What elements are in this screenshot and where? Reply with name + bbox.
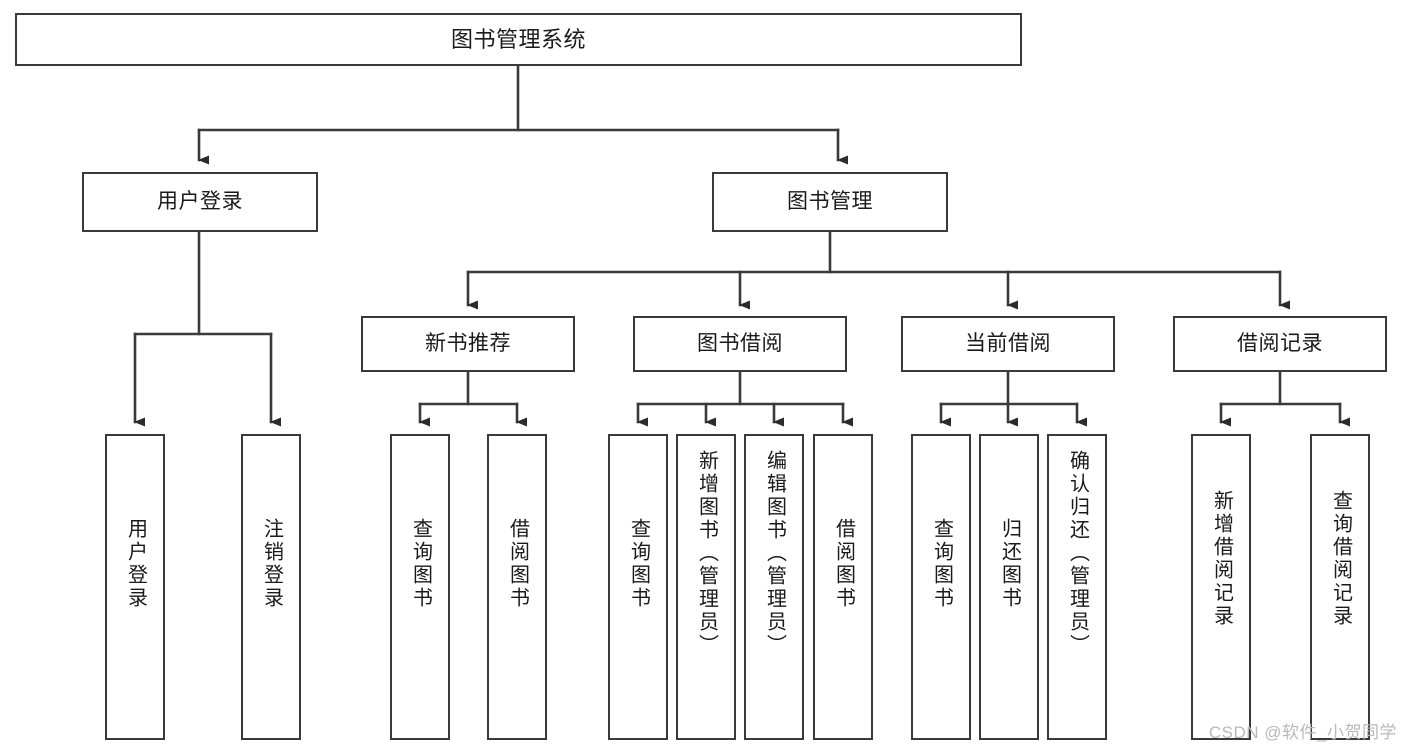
- node-label: 新增图书（管理员）: [695, 450, 718, 657]
- node-leaf-borrow-borrow-book[interactable]: 借阅图书: [813, 434, 873, 740]
- node-leaf-user-logout[interactable]: 注销登录: [241, 434, 301, 740]
- node-label: 借阅图书: [506, 518, 529, 610]
- csdn-watermark: CSDN @软件_小贺同学: [1208, 723, 1397, 742]
- node-label: 归还图书: [998, 518, 1021, 610]
- node-leaf-current-return-book[interactable]: 归还图书: [979, 434, 1039, 740]
- node-borrow-record[interactable]: 借阅记录: [1173, 316, 1387, 372]
- node-leaf-newbook-borrow-book[interactable]: 借阅图书: [487, 434, 547, 740]
- node-label: 查询图书: [409, 518, 432, 610]
- node-label: 确认归还（管理员）: [1066, 450, 1089, 657]
- node-current-borrow[interactable]: 当前借阅: [901, 316, 1115, 372]
- node-leaf-borrow-add-book-admin[interactable]: 新增图书（管理员）: [676, 434, 736, 740]
- node-book-borrow[interactable]: 图书借阅: [633, 316, 847, 372]
- node-leaf-record-query-record[interactable]: 查询借阅记录: [1310, 434, 1370, 740]
- node-leaf-newbook-query-book[interactable]: 查询图书: [390, 434, 450, 740]
- node-label: 图书管理系统: [450, 26, 586, 52]
- node-label: 图书管理: [787, 189, 873, 213]
- node-label: 编辑图书（管理员）: [763, 450, 786, 657]
- node-label: 借阅记录: [1237, 331, 1323, 355]
- node-user-login[interactable]: 用户登录: [82, 172, 318, 232]
- node-label: 查询图书: [930, 518, 953, 610]
- node-label: 新增借阅记录: [1210, 490, 1233, 628]
- node-label: 借阅图书: [832, 518, 855, 610]
- node-label: 查询借阅记录: [1329, 490, 1352, 628]
- node-leaf-user-login[interactable]: 用户登录: [105, 434, 165, 740]
- node-label: 查询图书: [627, 518, 650, 610]
- node-book-management[interactable]: 图书管理: [712, 172, 948, 232]
- node-leaf-borrow-query-book[interactable]: 查询图书: [608, 434, 668, 740]
- node-label: 注销登录: [260, 518, 283, 610]
- node-leaf-current-query-book[interactable]: 查询图书: [911, 434, 971, 740]
- node-root-library-system[interactable]: 图书管理系统: [15, 13, 1022, 66]
- node-label: 用户登录: [157, 189, 243, 213]
- node-leaf-record-add-record[interactable]: 新增借阅记录: [1191, 434, 1251, 740]
- node-label: 图书借阅: [697, 331, 783, 355]
- node-new-book-recommend[interactable]: 新书推荐: [361, 316, 575, 372]
- node-label: 新书推荐: [425, 331, 511, 355]
- node-label: 当前借阅: [965, 331, 1051, 355]
- node-label: 用户登录: [124, 518, 147, 610]
- node-leaf-current-confirm-return-admin[interactable]: 确认归还（管理员）: [1047, 434, 1107, 740]
- node-leaf-borrow-edit-book-admin[interactable]: 编辑图书（管理员）: [744, 434, 804, 740]
